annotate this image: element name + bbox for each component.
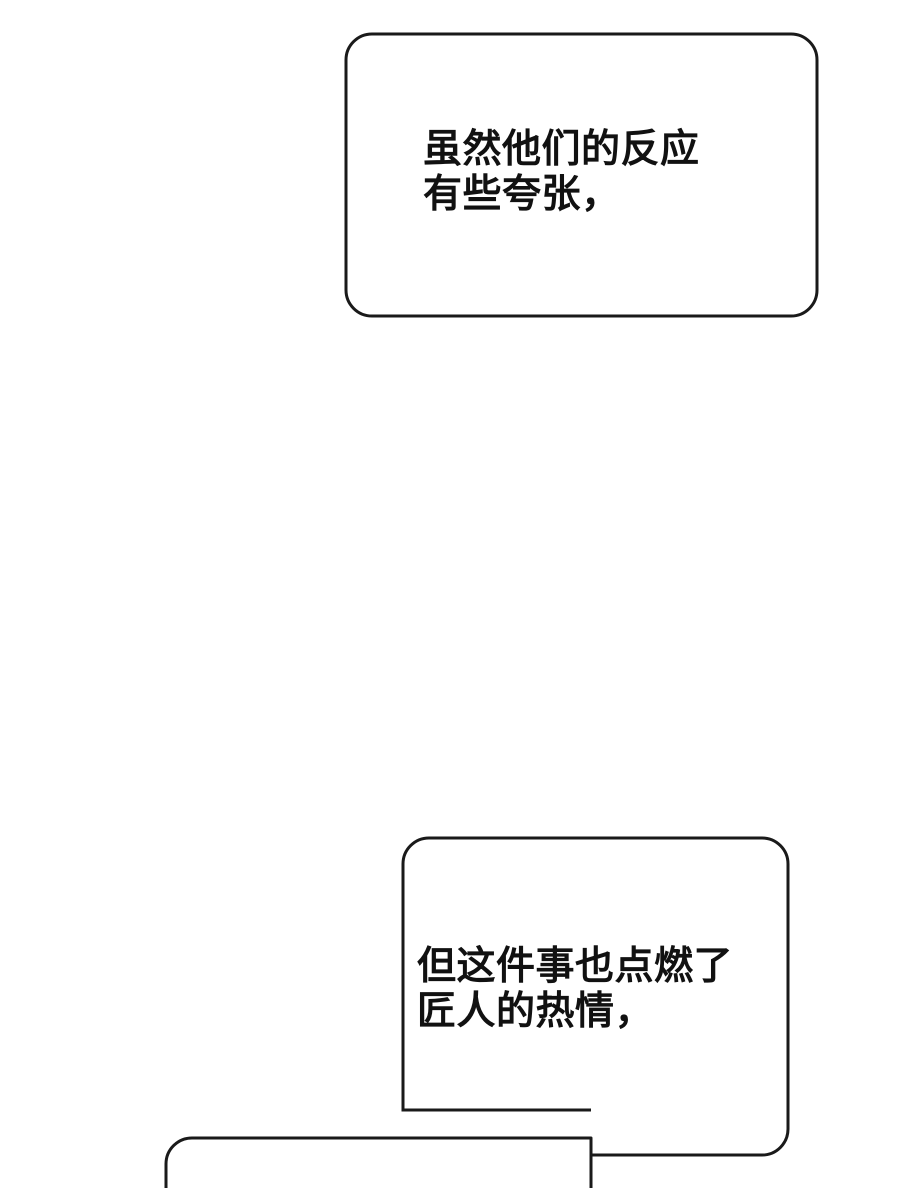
- speech-bubble-one-text: 虽然他们的反应 有些夸张，: [423, 128, 700, 216]
- speech-bubble-two-text: 但这件事也点燃了 匠人的热情，: [417, 945, 734, 1033]
- speech-bubble-two-outline: [401, 836, 790, 1188]
- speech-bubble-one-outline: [344, 32, 819, 318]
- speech-bubble-three-outline: [164, 1136, 593, 1188]
